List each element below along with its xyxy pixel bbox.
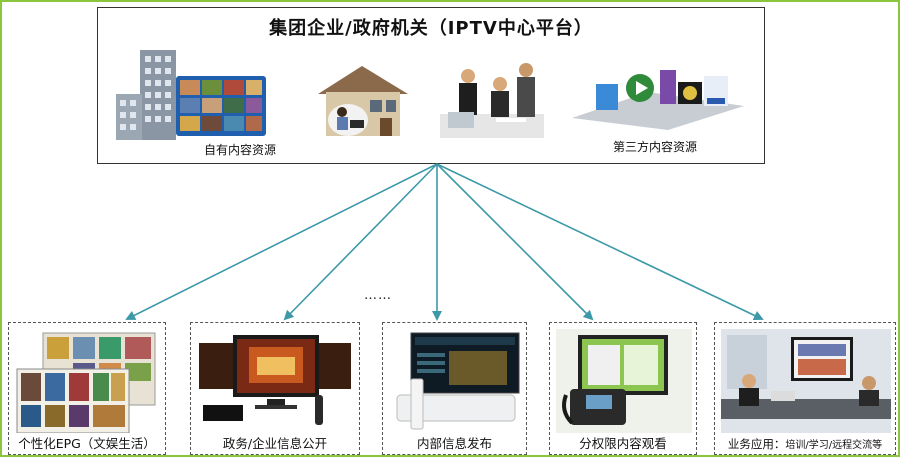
arrow-to-epg <box>125 163 438 320</box>
office-building-image <box>116 50 266 140</box>
panel-permission-viewing: 分权限内容观看 <box>549 322 697 455</box>
panel-internal-info-release: 内部信息发布 <box>382 322 527 455</box>
panel-business-applications: 业务应用：培训/学习/远程交流等 <box>714 322 896 455</box>
third-party-label: 第三方内容资源 <box>613 140 698 154</box>
video-phone-image <box>556 329 692 433</box>
caption-main: 业务应用： <box>727 437 786 451</box>
panel-caption: 内部信息发布 <box>416 436 492 451</box>
home-office-image <box>318 66 408 136</box>
own-content-label: 自有内容资源 <box>204 143 277 157</box>
media-files-image <box>572 70 744 130</box>
tv-with-settop-box-image <box>199 335 351 425</box>
panel-caption: 分权限内容观看 <box>579 436 667 451</box>
platform-box: 集团企业/政府机关（IPTV中心平台） <box>97 7 765 164</box>
platform-title: 集团企业/政府机关（IPTV中心平台） <box>269 18 593 39</box>
more-terminals-ellipsis: …… <box>364 288 392 303</box>
media-player-image <box>396 332 520 430</box>
panel-gov-info-disclosure: 政务/企业信息公开 <box>190 322 360 455</box>
epg-screens-image <box>16 332 156 433</box>
panel-caption: 政务/企业信息公开 <box>222 436 328 451</box>
panel-personalized-epg: 个性化EPG（文娱生活） <box>8 322 166 455</box>
panel-caption: 个性化EPG（文娱生活） <box>18 436 156 451</box>
conference-room-image <box>721 329 891 433</box>
arrow-to-gov-info <box>283 163 438 321</box>
business-team-image <box>440 63 544 138</box>
panel-caption: 业务应用：培训/学习/远程交流等 <box>715 436 895 452</box>
arrow-to-permission-view <box>436 163 594 321</box>
arrow-to-business-apps <box>436 163 764 321</box>
caption-detail: 培训/学习/远程交流等 <box>785 440 883 451</box>
